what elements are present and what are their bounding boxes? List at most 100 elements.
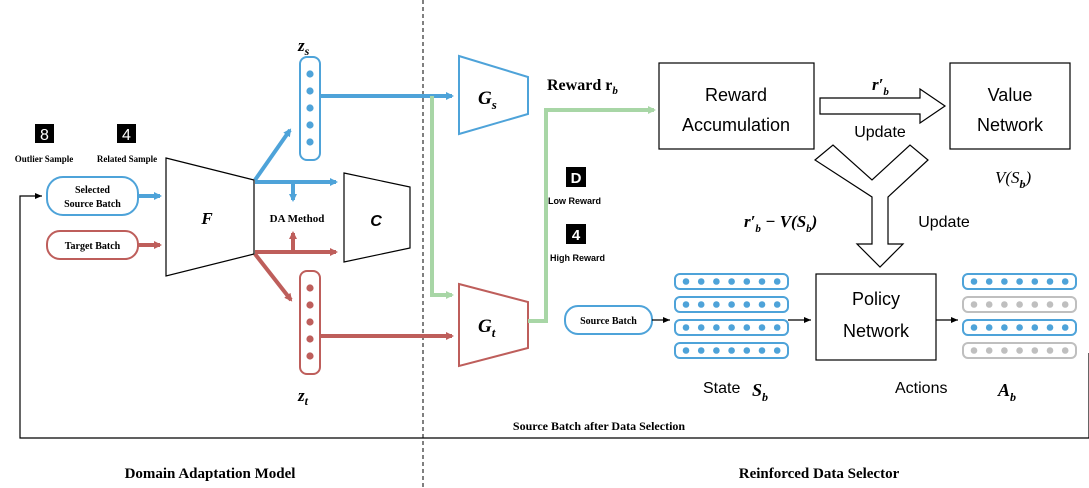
discriminator-gt <box>458 282 529 368</box>
batch-row-dot <box>697 301 705 308</box>
batch-row-dot <box>1061 324 1069 331</box>
classifier-c <box>343 172 411 263</box>
reward-accumulation-line2: Accumulation <box>682 115 790 135</box>
state-variable: Sb <box>752 380 768 404</box>
batch-row-dot <box>758 301 766 308</box>
batch-row-dot <box>713 301 720 308</box>
batch-row-dot <box>713 347 720 354</box>
batch-row-dot <box>758 347 766 354</box>
batch-row-dot <box>1046 324 1054 331</box>
policy-network-box <box>815 273 937 361</box>
batch-row-dot <box>682 278 690 285</box>
arrow-f-to-zt <box>253 252 293 302</box>
action-rows <box>962 273 1077 359</box>
batch-row-dot <box>970 301 978 308</box>
batch-row-dot <box>1016 324 1023 331</box>
batch-row-dot <box>970 278 978 285</box>
batch-row-dot <box>1016 278 1023 285</box>
svg-text:4: 4 <box>572 227 581 244</box>
batch-row-dot <box>1016 347 1023 354</box>
feedback-loop-arrow <box>19 193 1089 439</box>
vector-dot <box>306 318 314 326</box>
zs-label: zs <box>297 36 310 58</box>
batch-row-dot <box>743 278 751 285</box>
batch-row-dot <box>970 324 978 331</box>
batch-row-dot <box>743 301 751 308</box>
discriminator-gs <box>458 54 529 136</box>
feature-extractor-f <box>165 157 255 277</box>
update-side-label: Update <box>918 214 970 231</box>
batch-row-dot <box>743 347 751 354</box>
reward-label: Reward rb <box>547 77 618 97</box>
vector-dot <box>306 104 314 112</box>
batch-row-dot <box>713 278 720 285</box>
batch-row-dot <box>1061 301 1069 308</box>
update-top-label: Update <box>854 124 906 141</box>
actions-variable: Ab <box>997 380 1016 404</box>
batch-row-dot <box>1001 347 1008 354</box>
target-batch-label: Target Batch <box>65 241 121 252</box>
batch-row-dot <box>1061 278 1069 285</box>
gs-label: Gs <box>478 88 497 112</box>
reward-accumulation-box <box>658 62 815 150</box>
hollow-arrow-reward-to-value <box>819 87 947 125</box>
source-batch-after-selection-label: Source Batch after Data Selection <box>513 419 686 433</box>
batch-row-dot <box>758 324 766 331</box>
value-network-line1: Value <box>988 85 1033 105</box>
batch-row-dot <box>682 324 690 331</box>
green-link-gs-gt <box>430 96 454 299</box>
batch-row-dot <box>985 347 993 354</box>
zt-label: zt <box>297 386 309 408</box>
svg-text:4: 4 <box>122 127 131 144</box>
vector-dot <box>306 284 314 292</box>
batch-row-dot <box>985 278 993 285</box>
policy-network-line2: Network <box>843 321 910 341</box>
batch-row-dot <box>1001 278 1008 285</box>
high-reward-label: High Reward <box>550 253 605 263</box>
batch-row-dot <box>1016 301 1023 308</box>
batch-row-dot <box>1031 347 1039 354</box>
batch-row-dot <box>1046 347 1054 354</box>
batch-row-dot <box>682 301 690 308</box>
source-batch-label: Source Batch <box>580 316 637 327</box>
batch-row-dot <box>970 347 978 354</box>
selected-source-batch-line1: Selected <box>75 185 110 196</box>
batch-row-dot <box>1001 324 1008 331</box>
vector-dot <box>306 70 314 78</box>
zs-vector-dots <box>306 70 314 146</box>
value-output-label: V(Sb) <box>995 168 1032 191</box>
r-prime-label: r′b <box>872 75 889 98</box>
y-merge-arrow <box>813 144 929 268</box>
svg-text:8: 8 <box>40 127 49 144</box>
vector-dot <box>306 352 314 360</box>
batch-row-dot <box>773 347 781 354</box>
vector-dot <box>306 121 314 129</box>
batch-row-dot <box>697 278 705 285</box>
batch-row-dot <box>697 324 705 331</box>
related-sample-label: Related Sample <box>97 154 157 164</box>
high-reward-sample-image: 4 <box>566 224 586 244</box>
batch-row-dot <box>1031 301 1039 308</box>
reward-accumulation-line1: Reward <box>705 85 767 105</box>
gt-label: Gt <box>478 316 496 340</box>
batch-row-dot <box>1046 301 1054 308</box>
batch-row-dot <box>697 347 705 354</box>
arrow-f-to-zs <box>253 128 292 182</box>
batch-row-dot <box>728 301 735 308</box>
batch-row-dot <box>1061 347 1069 354</box>
vector-dot <box>306 335 314 343</box>
policy-network-line1: Policy <box>852 289 900 309</box>
value-network-line2: Network <box>977 115 1044 135</box>
low-reward-label: Low Reward <box>548 196 601 206</box>
zt-vector-dots <box>306 284 314 360</box>
value-network-box <box>949 62 1071 150</box>
advantage-label: r′b − V(Sb) <box>744 212 817 235</box>
batch-row-dot <box>773 278 781 285</box>
batch-row-dot <box>773 324 781 331</box>
state-rows <box>674 273 789 359</box>
batch-row-dot <box>773 301 781 308</box>
vector-dot <box>306 87 314 95</box>
state-label: State <box>703 380 740 397</box>
batch-row-dot <box>985 301 993 308</box>
batch-row-dot <box>1031 324 1039 331</box>
